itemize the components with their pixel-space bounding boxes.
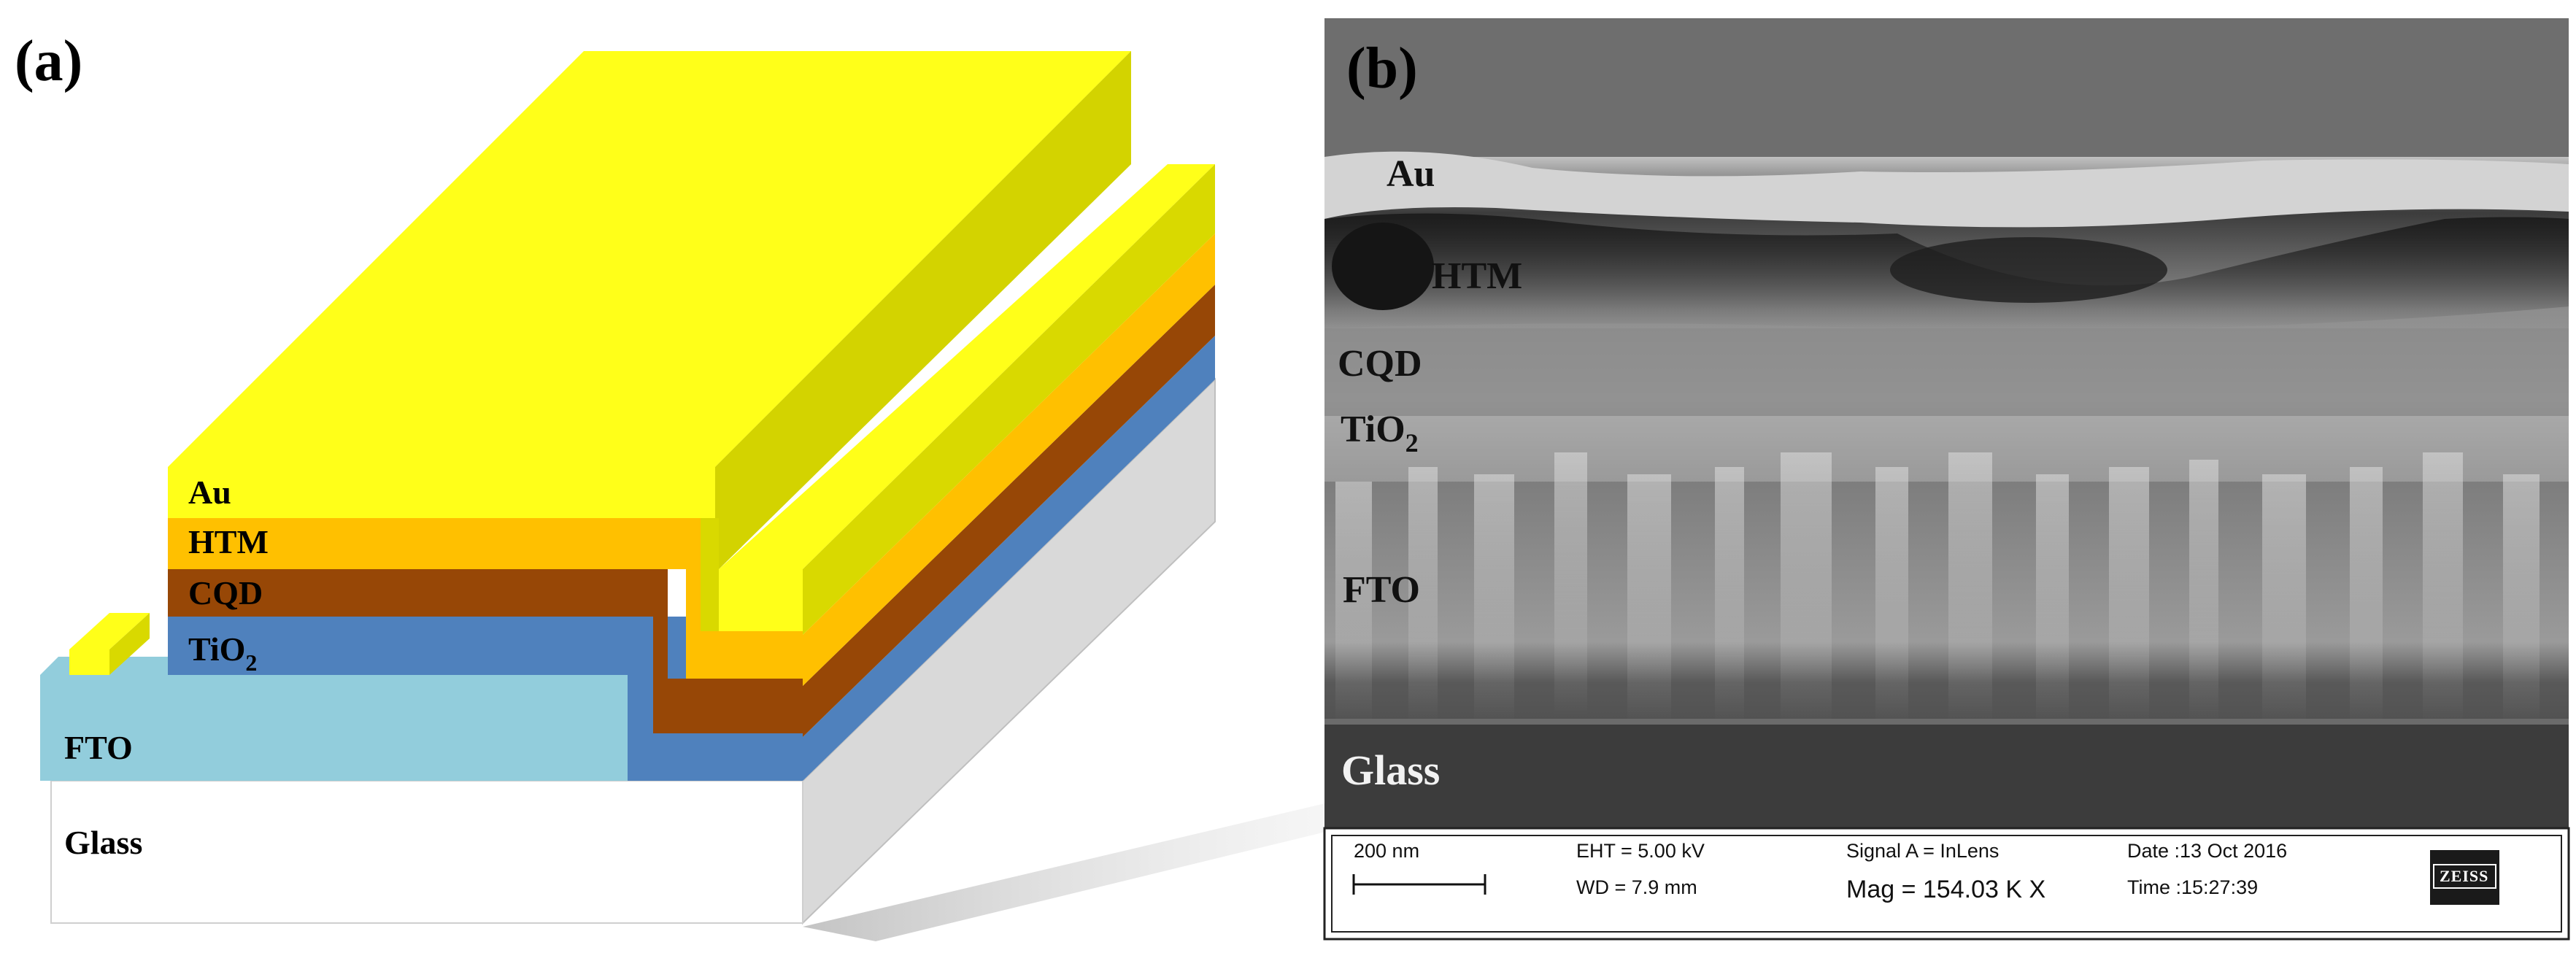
au-left-strip-front: [69, 649, 109, 675]
date-readout: Date :13 Oct 2016: [2127, 840, 2287, 862]
sem-glass-edge: [1324, 719, 2569, 725]
cqd-front: [168, 569, 803, 733]
panel-a-label: (a): [15, 29, 82, 93]
sem-label-cqd: CQD: [1338, 343, 1422, 385]
scale-bar: [1352, 874, 1486, 895]
label-tio2: TiO2: [188, 630, 257, 676]
label-htm: HTM: [188, 523, 269, 560]
sem-label-au: Au: [1387, 153, 1435, 195]
au-right-side: [803, 164, 1215, 635]
tio2-front: [168, 617, 803, 781]
au-right-front: [719, 569, 803, 631]
sem-au-layer: [1324, 151, 2569, 228]
sem-infobar: [1323, 827, 2570, 941]
sem-label-fto: FTO: [1343, 569, 1420, 611]
panel-b: (b) Au HTM CQD TiO2 FTO Glass 200 nm EHT…: [1323, 18, 2570, 941]
label-fto: FTO: [64, 729, 133, 766]
htm-side: [803, 234, 1215, 686]
zeiss-logo-text: ZEISS: [2440, 867, 2488, 885]
sem-label-htm: HTM: [1432, 255, 1522, 297]
panel-a: (a) Au HTM CQD TiO2: [15, 29, 1416, 941]
au-step-face: [715, 51, 1131, 569]
sem-vacuum: [1324, 18, 2569, 157]
signal-readout: Signal A = InLens: [1846, 840, 1999, 862]
au-main-front: [168, 467, 715, 518]
sem-htm-blob: [1890, 237, 2167, 303]
label-cqd: CQD: [188, 574, 263, 611]
sem-fto-layer: [1335, 452, 2540, 722]
eht-readout: EHT = 5.00 kV: [1576, 840, 1705, 862]
au-right-top: [719, 164, 1215, 569]
au-left-strip-top: [69, 613, 150, 649]
mag-readout: Mag = 154.03 K X: [1846, 876, 2045, 903]
device-shadow: [803, 803, 1416, 941]
sem-label-glass: Glass: [1341, 746, 1440, 794]
au-left-strip-side: [109, 613, 150, 675]
cqd-side: [803, 285, 1215, 737]
sem-htm-blob: [1332, 223, 1434, 310]
panel-b-label: (b): [1346, 36, 1418, 101]
fto-front: [40, 675, 628, 781]
scale-bar-label: 200 nm: [1354, 840, 1419, 862]
zeiss-logo-inner: [2433, 864, 2496, 889]
sem-glass-layer: [1324, 722, 2569, 828]
label-glass: Glass: [64, 824, 142, 861]
sem-cqd-layer: [1324, 328, 2569, 416]
glass-front: [50, 780, 803, 924]
label-au: Au: [188, 474, 231, 511]
htm-front: [168, 518, 803, 679]
sem-label-tio2: TiO2: [1341, 409, 1419, 458]
sem-infobar-inner: [1331, 835, 2562, 933]
wd-readout: WD = 7.9 mm: [1576, 876, 1697, 898]
au-main-top: [168, 51, 1131, 467]
time-readout: Time :15:27:39: [2127, 876, 2258, 898]
tio2-side: [803, 336, 1215, 781]
